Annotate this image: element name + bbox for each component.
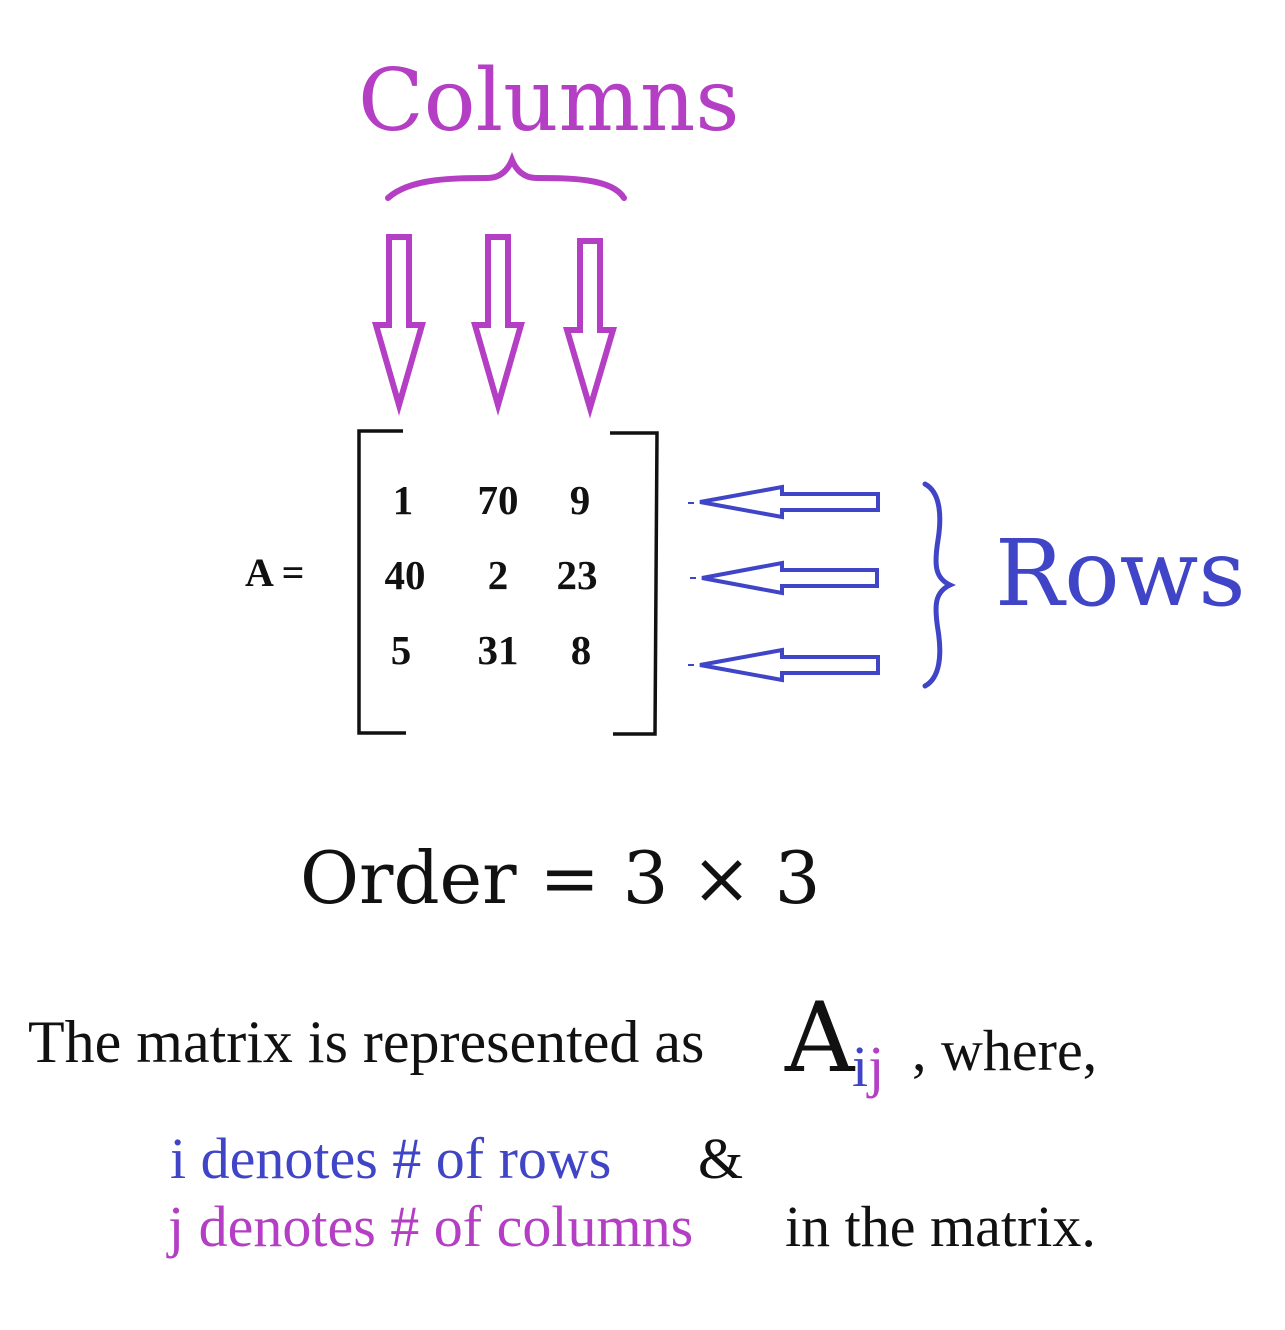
j-suffix: in the matrix. bbox=[785, 1194, 1096, 1259]
rows-label: Rows bbox=[995, 520, 1246, 627]
representation-text: The matrix is represented as bbox=[28, 1009, 705, 1075]
order-formula: Order = 3 × 3 bbox=[300, 836, 821, 920]
representation-suffix: , where, bbox=[912, 1018, 1098, 1083]
matrix-cell: 8 bbox=[570, 627, 592, 673]
column-arrow-2 bbox=[471, 234, 525, 416]
column-arrow-3 bbox=[562, 238, 618, 419]
left-bracket bbox=[357, 429, 406, 735]
matrix-name: A = bbox=[245, 550, 305, 595]
columns-label: Columns bbox=[358, 51, 740, 151]
columns-brace bbox=[385, 151, 627, 201]
subscript-j: j bbox=[868, 1034, 885, 1099]
matrix-cell: 23 bbox=[556, 552, 598, 598]
row-arrow-2 bbox=[701, 560, 879, 596]
j-definition: j denotes # of columns bbox=[168, 1194, 694, 1259]
matrix-cell: 5 bbox=[390, 627, 412, 673]
matrix-cell: 40 bbox=[384, 552, 426, 598]
row-arrow-3 bbox=[699, 647, 880, 683]
matrix-cell: 9 bbox=[569, 477, 591, 523]
row-arrow-1 bbox=[699, 484, 880, 520]
right-bracket bbox=[610, 431, 659, 736]
i-definition: i denotes # of rows bbox=[170, 1126, 612, 1191]
matrix-cell: 2 bbox=[487, 552, 509, 598]
representation-subscript: ij bbox=[852, 1038, 884, 1096]
rows-brace bbox=[922, 481, 956, 689]
subscript-i: i bbox=[852, 1034, 869, 1099]
matrix-cell: 70 bbox=[477, 477, 519, 523]
column-arrow-1 bbox=[372, 234, 426, 416]
matrix-cell: 31 bbox=[477, 627, 519, 673]
matrix-cell: 1 bbox=[392, 477, 414, 523]
i-connector: & bbox=[698, 1126, 744, 1191]
representation-symbol: A bbox=[785, 982, 855, 1094]
